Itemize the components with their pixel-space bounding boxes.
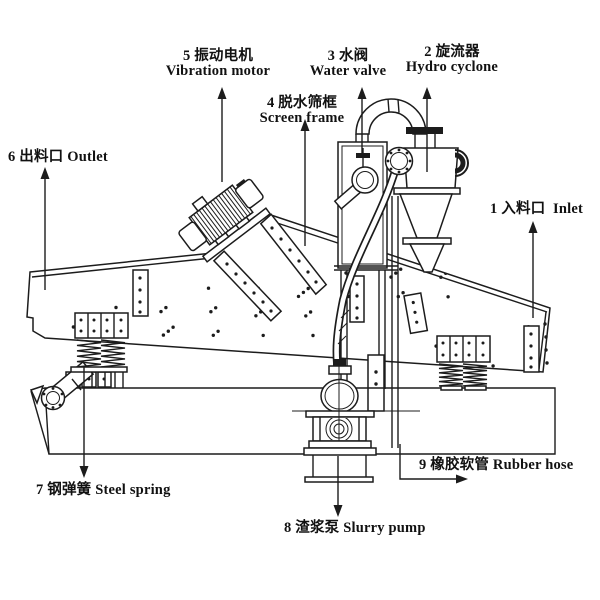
- hydro-cyclone: [393, 147, 469, 273]
- part-number: 3: [327, 48, 336, 64]
- part-number: 5: [182, 48, 191, 64]
- leader-lines: [40, 87, 538, 517]
- part-label-rubber-hose: 9 橡胶软管 Rubber hose: [419, 458, 573, 473]
- part-label-hydro-cyclone: 2 旋流器 Hydro cyclone: [396, 45, 508, 74]
- part-number: 1: [490, 201, 498, 217]
- part-name-en: Rubber hose: [492, 457, 574, 473]
- part-label-water-valve: 3 水阀 Water valve: [293, 49, 403, 78]
- right-spring-bracket: [436, 335, 491, 363]
- part-label-steel-spring: 7 钢弹簧 Steel spring: [36, 483, 171, 498]
- part-name-zh: 振动电机: [194, 48, 254, 64]
- part-number: 9: [419, 457, 427, 473]
- water-valve: [333, 148, 379, 210]
- feed-flange: [384, 146, 414, 176]
- part-name-en: Screen frame: [259, 109, 345, 126]
- part-label-inlet: 1 入料口 Inlet: [490, 202, 583, 217]
- part-label-slurry-pump: 8 渣浆泵 Slurry pump: [284, 521, 426, 536]
- part-name-en: Slurry pump: [343, 520, 426, 536]
- part-name-en: Outlet: [67, 149, 108, 165]
- base-frame: [30, 387, 556, 455]
- motor-support-beams: [212, 213, 328, 322]
- part-name-zh: 入料口: [501, 201, 546, 217]
- part-number: 7: [36, 482, 44, 498]
- part-name-en: Inlet: [553, 201, 584, 217]
- part-number: 6: [8, 149, 16, 165]
- part-name-zh: 出料口: [19, 149, 64, 165]
- part-name-en: Vibration motor: [165, 62, 271, 79]
- overflow-u-pipe: [355, 98, 443, 148]
- left-spring-bracket: [74, 312, 129, 339]
- steel-springs: [70, 339, 488, 391]
- vibration-motor: [178, 178, 264, 252]
- part-label-vibration-motor: 5 振动电机 Vibration motor: [152, 49, 284, 78]
- part-name-zh: 脱水筛框: [278, 95, 338, 111]
- cyclone-support-legs: [367, 196, 399, 448]
- part-name-en: Steel spring: [95, 482, 171, 498]
- slurry-pump: [303, 359, 377, 483]
- part-name-en: Water valve: [309, 62, 387, 79]
- rubber-hose: [332, 166, 400, 364]
- part-name-zh: 钢弹簧: [47, 482, 92, 498]
- part-number: 2: [424, 44, 432, 60]
- part-label-screen-frame: 4 脱水筛框 Screen frame: [243, 96, 361, 125]
- part-name-en: Hydro cyclone: [405, 58, 499, 75]
- part-number: 4: [266, 95, 275, 111]
- stiffener-plates: [132, 269, 540, 373]
- part-name-zh: 水阀: [338, 48, 369, 64]
- part-name-zh: 渣浆泵: [295, 520, 340, 536]
- part-number: 8: [284, 520, 292, 536]
- part-label-outlet: 6 出料口 Outlet: [8, 150, 108, 165]
- part-name-zh: 橡胶软管: [430, 457, 490, 473]
- part-name-zh: 旋流器: [435, 44, 480, 60]
